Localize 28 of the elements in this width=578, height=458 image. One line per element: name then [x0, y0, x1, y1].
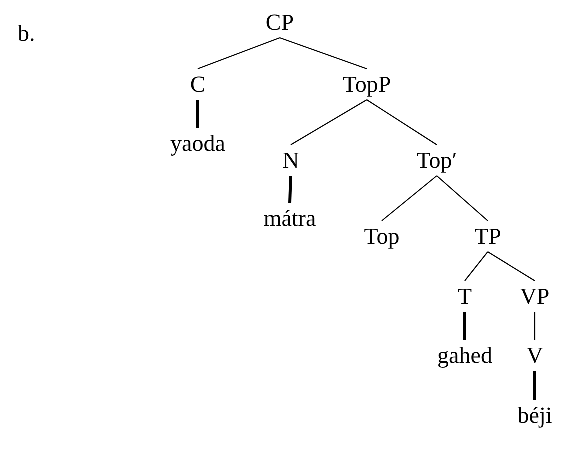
tree-branch: [436, 176, 488, 222]
tree-branch: [464, 312, 466, 340]
tree-branch: [464, 252, 488, 282]
tree-node-label: TopP: [342, 72, 392, 97]
tree-node-label: TP: [474, 224, 502, 249]
tree-node-label: CP: [264, 10, 296, 35]
tree-node-label: mátra: [262, 206, 318, 231]
tree-branch: [196, 100, 200, 128]
tree-node-label: N: [282, 148, 300, 173]
tree-branch: [488, 252, 536, 282]
tree-branch: [366, 100, 438, 146]
tree-branch: [198, 37, 280, 70]
tree-node-label: béji: [516, 403, 554, 428]
tree-node-label: VP: [519, 284, 551, 309]
tree-branch: [534, 371, 536, 400]
tree-node-label: gahed: [436, 343, 494, 368]
tree-node-label: T: [456, 284, 474, 309]
tree-branch: [280, 37, 368, 70]
tree-node-label: C: [189, 72, 207, 97]
tree-node-label: Top′: [416, 148, 458, 173]
tree-branch: [288, 176, 292, 204]
tree-node-label: Top: [363, 224, 401, 249]
tree-node-label: yaoda: [170, 131, 226, 156]
tree-node-label: V: [526, 343, 544, 368]
tree-branch: [382, 176, 438, 222]
tree-branch: [290, 100, 368, 146]
example-letter: b.: [18, 22, 36, 45]
tree-branch: [534, 312, 536, 340]
